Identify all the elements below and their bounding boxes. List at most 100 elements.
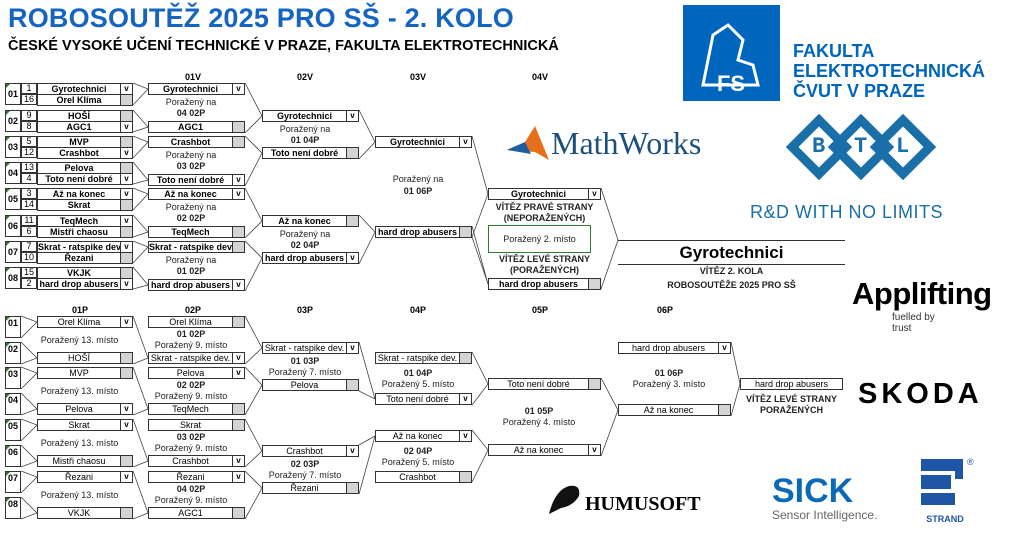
winner-cell-empty[interactable]	[232, 122, 244, 132]
winner-cell-empty[interactable]	[120, 95, 132, 105]
winner-cell-empty[interactable]	[459, 353, 471, 363]
winner-checkmark[interactable]: v	[120, 189, 132, 199]
winner-cell-empty[interactable]	[346, 148, 358, 158]
winner-checkmark[interactable]: v	[346, 253, 358, 263]
winner-cell-empty[interactable]	[120, 368, 132, 378]
winner-cell-empty[interactable]	[120, 111, 132, 121]
winner-checkmark[interactable]: v	[120, 216, 132, 226]
team-slot[interactable]: Orel Klíma	[37, 94, 133, 106]
team-slot[interactable]: Skrat - ratspike dev.	[375, 352, 472, 364]
winner-cell-empty[interactable]	[120, 200, 132, 210]
winner-checkmark[interactable]: v	[120, 317, 132, 327]
team-slot[interactable]: Crashbot	[148, 136, 245, 148]
winner-cell-empty[interactable]	[588, 379, 600, 389]
winner-checkmark[interactable]: v	[232, 280, 244, 290]
winner-cell-empty[interactable]	[232, 420, 244, 430]
winner-checkmark[interactable]: v	[232, 456, 244, 466]
winner-checkmark[interactable]: v	[120, 122, 132, 132]
winner-checkmark[interactable]: v	[232, 353, 244, 363]
winner-checkmark[interactable]: v	[232, 189, 244, 199]
winner-checkmark[interactable]: v	[120, 472, 132, 482]
winner-checkmark[interactable]: v	[588, 445, 600, 455]
winner-cell-empty[interactable]	[120, 163, 132, 173]
team-slot[interactable]: VKJK	[37, 507, 133, 519]
team-slot[interactable]: Crashbot	[375, 471, 472, 483]
winner-checkmark[interactable]: v	[346, 343, 358, 353]
winner-checkmark[interactable]: v	[120, 148, 132, 158]
winner-checkmark[interactable]: v	[232, 368, 244, 378]
winner-checkmark[interactable]: v	[459, 394, 471, 404]
winner-cell-empty[interactable]	[232, 317, 244, 327]
winner-cell-empty[interactable]	[232, 404, 244, 414]
team-slot[interactable]: HOŠÍ	[37, 352, 133, 364]
winner-checkmark[interactable]: v	[346, 446, 358, 456]
team-slot[interactable]: Skrat - ratspike dev.	[148, 241, 245, 253]
winner-checkmark[interactable]: v	[120, 279, 132, 289]
team-slot[interactable]: TeqMech	[148, 403, 245, 415]
winner-cell-empty[interactable]	[120, 227, 132, 237]
runner-up-cell[interactable]: Poražený 2. místo	[488, 225, 591, 253]
team-slot[interactable]: Skrat	[148, 419, 245, 431]
winner-cell-empty[interactable]	[120, 253, 132, 263]
winner-checkmark[interactable]: v	[120, 84, 132, 94]
winner-checkmark[interactable]: v	[346, 111, 358, 121]
team-slot[interactable]: Toto není dobré	[262, 147, 359, 159]
winner-checkmark[interactable]: v	[120, 174, 132, 184]
winner-cell-empty[interactable]	[346, 483, 358, 493]
team-slot[interactable]: AGC1	[148, 507, 245, 519]
team-slot[interactable]: Řezani	[262, 482, 359, 494]
team-slot[interactable]: Pelova	[262, 379, 359, 391]
team-slot[interactable]: Toto není dobré	[488, 378, 601, 390]
winner-cell-empty[interactable]	[120, 508, 132, 518]
winner-cell-empty[interactable]	[120, 268, 132, 278]
left-side-winner[interactable]: hard drop abusers	[740, 378, 843, 390]
winner-cell-empty[interactable]	[120, 456, 132, 466]
team-slot[interactable]: hard drop abusers	[375, 226, 472, 238]
team-slot[interactable]: Až na konec	[262, 215, 359, 227]
winner-cell-empty[interactable]	[459, 472, 471, 482]
winner-cell-empty[interactable]	[232, 508, 244, 518]
winner-checkmark[interactable]: v	[120, 420, 132, 430]
winner-checkmark[interactable]: v	[232, 472, 244, 482]
team-slot[interactable]: MVP	[37, 136, 133, 148]
winner-checkmark[interactable]: v	[459, 431, 471, 441]
winner-cell-empty[interactable]	[346, 216, 358, 226]
team-slot[interactable]: Mistři chaosu	[37, 226, 133, 238]
team-slot[interactable]: Mistři chaosu	[37, 455, 133, 467]
winner-checkmark[interactable]: v	[120, 404, 132, 414]
team-slot[interactable]: Skrat - ratspike dev.v	[148, 352, 245, 364]
winner-checkmark[interactable]: v	[232, 175, 244, 185]
team-slot[interactable]: MVP	[37, 367, 133, 379]
team-slot[interactable]: Orel Klíma	[148, 316, 245, 328]
team-slot[interactable]: AGC1	[148, 121, 245, 133]
team-slot[interactable]: Řezani	[37, 252, 133, 264]
team-slot[interactable]: hard drop abusers	[488, 278, 601, 290]
winner-cell-empty[interactable]	[459, 227, 471, 237]
team-slot[interactable]: TeqMech	[148, 226, 245, 238]
team-slot[interactable]: Až na konec	[618, 404, 731, 416]
winner-checkmark[interactable]: v	[232, 84, 244, 94]
winner-checkmark[interactable]: v	[459, 137, 471, 147]
team-slot[interactable]: Skrat	[37, 199, 133, 211]
